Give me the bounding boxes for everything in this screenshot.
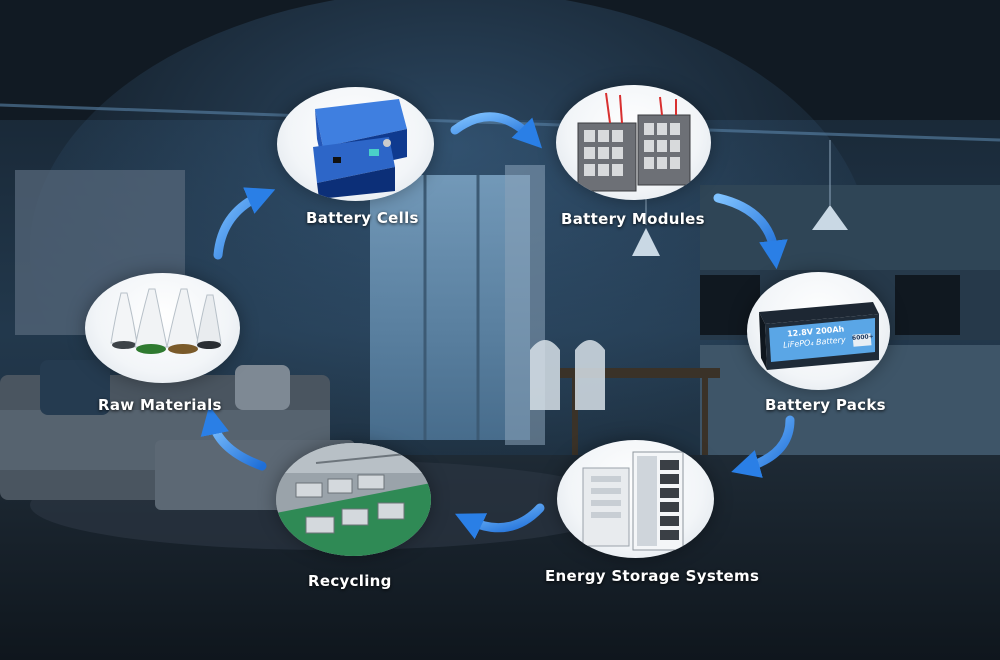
energy-storage-image xyxy=(582,451,684,551)
node-energy-storage-systems xyxy=(557,440,714,558)
node-recycling xyxy=(276,443,431,556)
label-energy-storage-systems: Energy Storage Systems xyxy=(545,567,760,585)
battery-modules-image xyxy=(577,92,691,192)
node-battery-cells xyxy=(277,87,434,201)
node-battery-packs: 12.8V 200Ah LiFePO₄ Battery 6000+ xyxy=(747,272,890,390)
recycling-factory-image xyxy=(276,443,431,556)
raw-materials-image xyxy=(110,288,222,354)
node-battery-modules xyxy=(556,85,711,200)
battery-pack-image xyxy=(759,302,879,370)
label-battery-modules: Battery Modules xyxy=(561,210,705,228)
node-raw-materials xyxy=(85,273,240,383)
label-battery-cells: Battery Cells xyxy=(306,209,419,227)
label-recycling: Recycling xyxy=(308,572,392,590)
label-raw-materials: Raw Materials xyxy=(98,396,222,414)
label-battery-packs: Battery Packs xyxy=(765,396,886,414)
battery-cells-image xyxy=(313,99,407,199)
